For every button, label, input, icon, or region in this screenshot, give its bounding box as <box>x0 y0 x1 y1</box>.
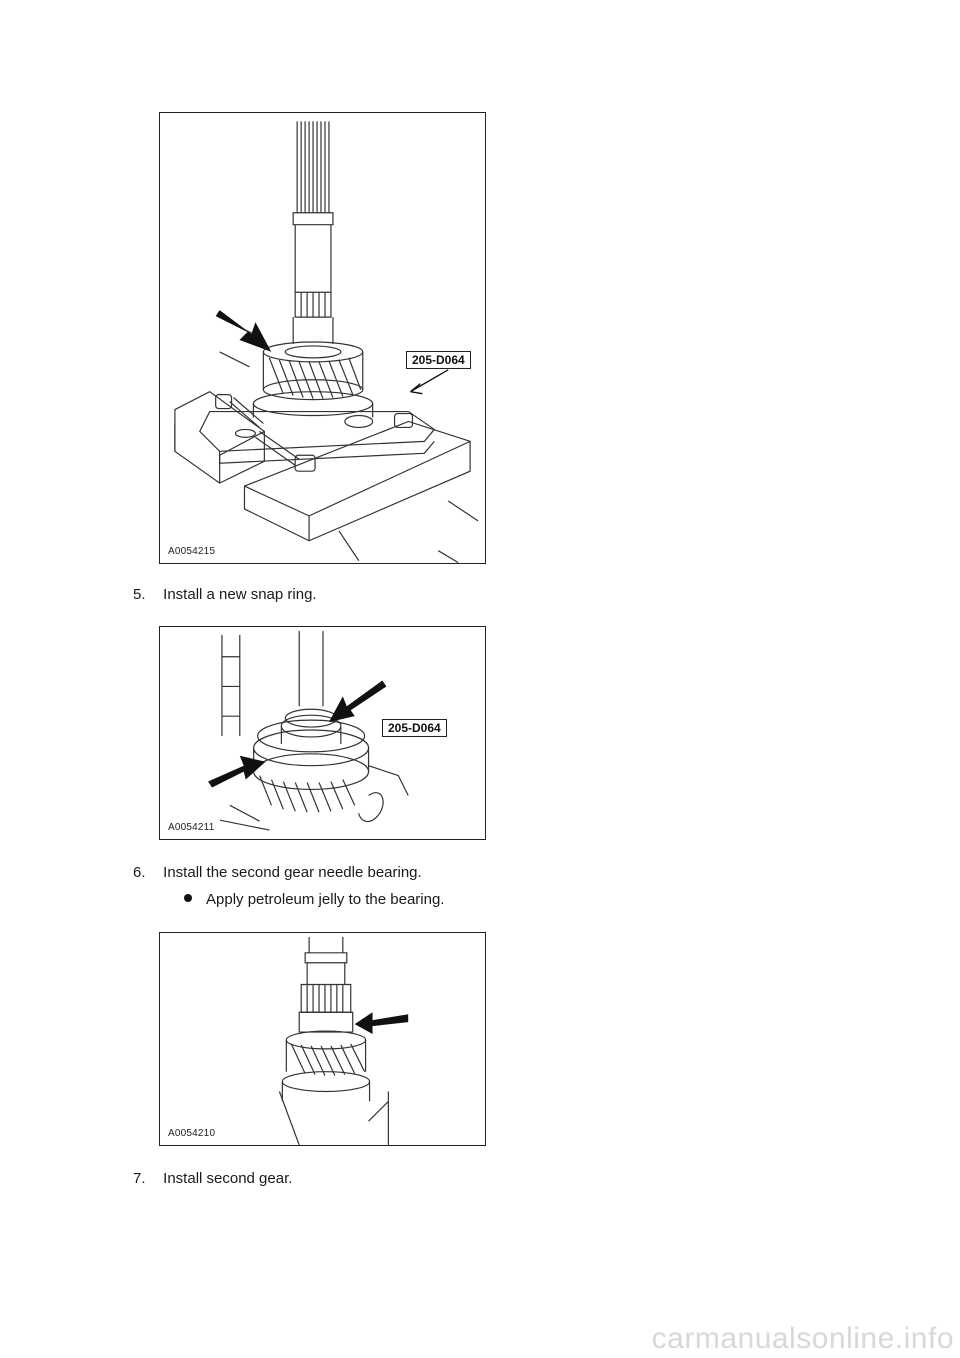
step-text: Install second gear. <box>163 1170 293 1187</box>
step-number: 7. <box>133 1170 146 1187</box>
tool-callout: 205-D064 <box>382 719 447 737</box>
step-6: 6. Install the second gear needle bearin… <box>133 864 422 881</box>
snap-ring-illustration <box>208 630 409 831</box>
figure-needle-bearing: A0054210 <box>159 932 486 1146</box>
tool-callout: 205-D064 <box>406 351 471 369</box>
figure-id: A0054210 <box>168 1128 216 1139</box>
step-6-bullet: Apply petroleum jelly to the bearing. <box>184 891 444 908</box>
shaft-press-illustration <box>174 121 479 563</box>
step-text: Install the second gear needle bearing. <box>163 864 422 881</box>
figure-id: A0054215 <box>168 546 216 557</box>
step-number: 6. <box>133 864 146 881</box>
step-number: 5. <box>133 586 146 603</box>
watermark: carmanualsonline.info <box>651 1322 954 1355</box>
step-text: Install a new snap ring. <box>163 586 317 603</box>
figure-shaft-press: 205-D064 A0054215 <box>159 112 486 564</box>
bullet-text: Apply petroleum jelly to the bearing. <box>206 891 445 908</box>
step-7: 7. Install second gear. <box>133 1170 292 1187</box>
bullet-dot <box>184 894 192 902</box>
needle-bearing-illustration <box>278 936 409 1145</box>
step-5: 5. Install a new snap ring. <box>133 586 317 603</box>
figure-snap-ring: 205-D064 A0054211 <box>159 626 486 840</box>
figure-id: A0054211 <box>168 822 215 833</box>
